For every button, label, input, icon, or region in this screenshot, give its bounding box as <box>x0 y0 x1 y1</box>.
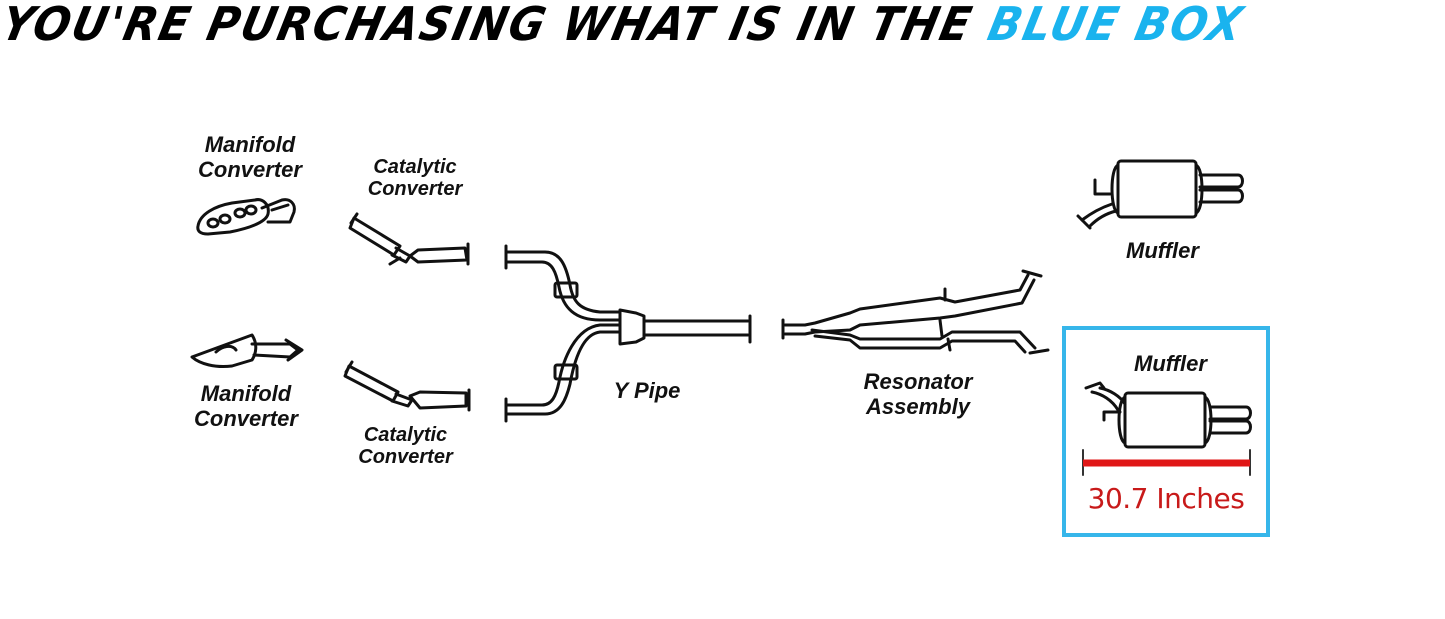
label-muffler-top: Muffler <box>1126 238 1199 263</box>
label-line: Manifold <box>204 132 296 157</box>
label-manifold-converter-top: Manifold Converter <box>180 132 320 182</box>
label-line: Converter <box>358 446 453 469</box>
resonator-assembly-icon <box>781 269 1050 355</box>
selected-part-box <box>1062 326 1270 537</box>
label-resonator-assembly: Resonator Assembly <box>843 369 993 419</box>
label-line: Catalytic <box>363 424 448 446</box>
label-line: Manifold <box>200 381 292 406</box>
label-line: Converter <box>194 405 298 431</box>
label-y-pipe: Y Pipe <box>613 378 681 403</box>
catalytic-converter-bottom-icon <box>343 360 471 412</box>
label-catalytic-converter-top: Catalytic Converter <box>350 156 480 201</box>
manifold-converter-bottom-icon <box>190 333 304 368</box>
y-pipe-icon <box>504 244 752 423</box>
measurement-bar <box>1082 449 1251 476</box>
label-muffler-selected: Muffler <box>1134 351 1207 376</box>
label-line: Converter <box>198 156 302 182</box>
muffler-selected-icon <box>1084 381 1252 449</box>
catalytic-converter-top-icon <box>348 212 470 266</box>
label-catalytic-converter-bottom: Catalytic Converter <box>338 424 473 469</box>
label-line: Converter <box>367 178 463 201</box>
label-line: Catalytic <box>373 156 457 178</box>
label-manifold-converter-bottom: Manifold Converter <box>176 381 316 431</box>
manifold-converter-top-icon <box>196 198 296 236</box>
label-line: Assembly <box>866 393 970 419</box>
label-line: Resonator <box>863 369 973 394</box>
measurement-label: 30.7 Inches <box>1087 482 1245 515</box>
muffler-top-icon <box>1076 159 1244 230</box>
